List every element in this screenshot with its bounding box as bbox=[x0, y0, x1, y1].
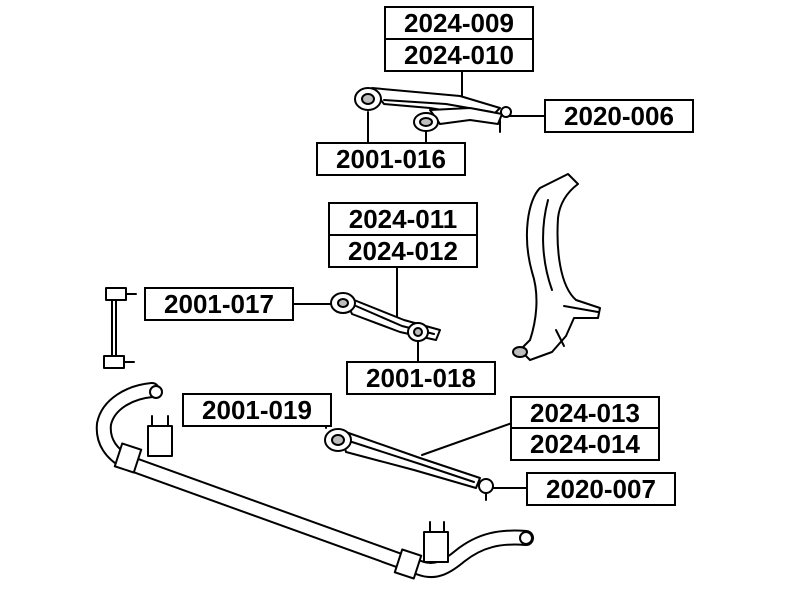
upper-control-arms-drawing bbox=[354, 87, 512, 133]
part-label-2001-019: 2001-019 bbox=[182, 393, 332, 427]
part-label-2001-017: 2001-017 bbox=[144, 287, 294, 321]
part-label-2020-007: 2020-007 bbox=[526, 472, 676, 506]
lower-rear-arm-drawing bbox=[324, 428, 494, 501]
steering-knuckle-drawing bbox=[512, 173, 601, 361]
part-label-2001-016: 2001-016 bbox=[316, 142, 466, 176]
part-label-2024-013: 2024-013 bbox=[510, 396, 660, 430]
part-label-2024-010: 2024-010 bbox=[384, 38, 534, 72]
part-label-2020-006: 2020-006 bbox=[544, 99, 694, 133]
stabilizer-link-drawing bbox=[103, 287, 137, 369]
leader-lines bbox=[289, 71, 547, 489]
part-label-2001-018: 2001-018 bbox=[346, 361, 496, 395]
part-label-2024-011: 2024-011 bbox=[328, 202, 478, 236]
part-label-2024-014: 2024-014 bbox=[510, 427, 660, 461]
part-label-2024-012: 2024-012 bbox=[328, 234, 478, 268]
part-label-2024-009: 2024-009 bbox=[384, 6, 534, 40]
lower-front-arm-drawing bbox=[330, 292, 441, 342]
stabilizer-bar-drawing bbox=[95, 382, 534, 580]
